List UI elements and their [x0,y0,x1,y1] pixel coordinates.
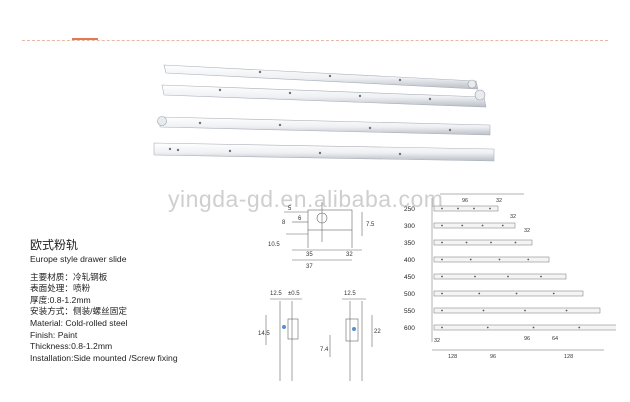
length-label: 450 [404,274,415,281]
material-en: Material: Cold-rolled steel [30,317,128,328]
length-label: 400 [404,257,415,264]
material-cn: 主要材质：冷轧钢板 [30,271,108,282]
front-profile-diagram: 5 8 6 10.5 7.5 35 37 32 [268,202,375,270]
hole [441,326,443,329]
top-dim-32: 32 [496,198,502,204]
install-en: Installation:Side mounted /Screw fixing [30,352,178,363]
dim-12-5: 12.5 [270,291,282,297]
dim-8: 8 [282,220,286,226]
hole [441,309,443,312]
hole [532,326,535,329]
header-accent [72,38,98,40]
dim-7-5: 7.5 [366,222,375,228]
dim-35: 35 [306,252,313,258]
dim-7-4: 7.4 [320,347,329,353]
rail-4 [153,142,495,162]
dim-10-5: 10.5 [268,242,280,248]
length-label: 250 [404,206,415,213]
top-dim-96: 96 [462,198,468,204]
hole [486,326,489,329]
length-rail [433,205,499,212]
side-section-diagram: 12.5 ±0.5 12.5 14.5 7.4 22 [258,291,381,381]
hole [527,258,530,261]
bottom-dim-96-b: 96 [524,336,530,342]
hole [498,258,501,261]
length-label: 600 [404,325,415,332]
length-rail [433,239,533,246]
length-label: 550 [404,308,415,315]
dim-22: 22 [374,329,381,335]
hole [552,292,555,295]
hole [540,275,542,278]
hole [501,224,504,227]
hole [465,241,468,244]
bottom-dim-32: 32 [434,338,440,344]
dim-6: 6 [298,216,302,222]
dim-tolerance: ±0.5 [288,291,300,297]
hole [457,207,459,210]
hole [515,292,518,295]
bottom-dim-96: 96 [490,354,496,360]
dim-32: 32 [346,252,353,258]
length-label: 500 [404,291,415,298]
bottom-dim-128-b: 128 [564,354,573,360]
thickness-cn: 厚度:0.8-1.2mm [30,294,91,305]
spec-block: 欧式粉轨 Europe style drawer slide 主要材质：冷轧钢板… [30,238,230,364]
hole [489,207,491,210]
hole [441,292,443,295]
length-rail [433,256,550,263]
hole [578,326,581,329]
header-divider [22,40,608,41]
hole [482,309,485,312]
hole [507,275,509,278]
finish-en: Finish: Paint [30,329,78,340]
hole [474,275,476,278]
title-cn: 欧式粉轨 [30,238,79,252]
watermark-text: yingda-gd.en.alibaba.com [168,186,444,212]
length-label: 300 [404,223,415,230]
dim-12-5-b: 12.5 [344,291,356,297]
length-rail [433,222,516,229]
finish-cn: 表面处理：喷粉 [30,283,91,294]
hole [441,258,443,261]
thickness-en: Thickness:0.8-1.2mm [30,341,113,352]
rail-3 [157,116,491,136]
length-rail [433,324,616,331]
hole [514,241,517,244]
rail-2 [161,84,487,108]
dim-14-5: 14.5 [258,331,270,337]
hole [565,309,568,312]
hole [441,224,443,227]
hole [469,258,472,261]
top-dim-32-c: 32 [524,228,530,234]
hole [441,207,443,210]
hole [473,207,475,210]
bottom-dim-128: 128 [448,354,457,360]
length-label: 350 [404,240,415,247]
dim-37: 37 [306,264,313,270]
rail-1 [163,64,479,90]
hole [441,275,443,278]
hole [481,224,484,227]
length-rail [433,290,584,297]
hole [461,224,464,227]
hole [490,241,492,244]
hole [478,292,481,295]
hole [441,241,443,244]
length-rail [433,273,567,280]
drawer-slide-photo [153,64,495,162]
title-en: Europe style drawer slide [30,254,127,264]
install-cn: 安装方式：侧装/螺丝固定 [30,306,127,317]
hole [524,309,526,312]
top-dim-32-b: 32 [510,214,516,220]
dim-5: 5 [288,206,292,212]
bottom-dim-64: 64 [552,336,558,342]
length-rail [433,307,601,314]
